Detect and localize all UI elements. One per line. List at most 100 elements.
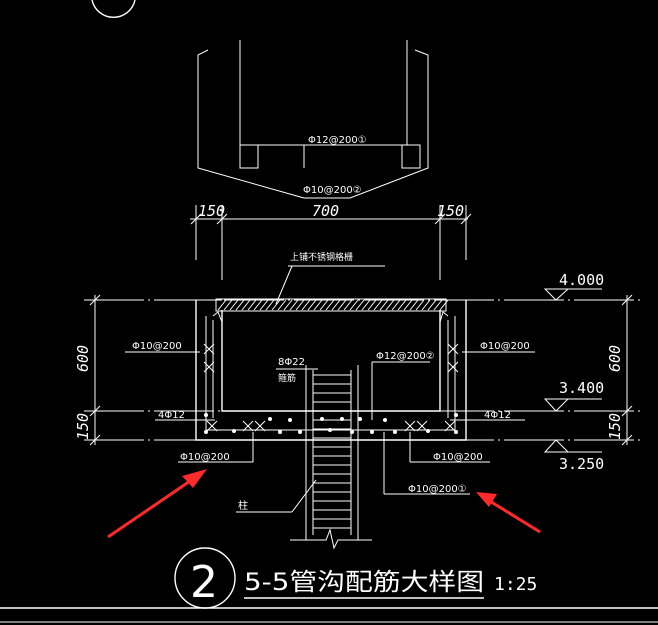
- red-arrowhead-left: [182, 469, 207, 488]
- dim-right-600: 600: [606, 345, 624, 372]
- dim-tick: [434, 213, 446, 225]
- hatch-line: [421, 299, 431, 311]
- bottom-slab-label: Φ10@200①: [408, 484, 467, 495]
- plan-bar2-label: Φ10@200②: [303, 185, 362, 196]
- column-label: 柱: [238, 499, 248, 512]
- hatch-line: [433, 299, 443, 311]
- rebar-dot: [288, 418, 292, 422]
- hatch-line: [301, 299, 311, 311]
- hatch-line: [331, 299, 341, 311]
- plan-bar1-label: Φ12@200①: [308, 135, 367, 146]
- plan-right-notch: [401, 144, 421, 169]
- grating-hatch: [217, 299, 449, 311]
- dim-left-150: 150: [74, 413, 92, 440]
- column-bar-label: 8Φ22: [278, 357, 305, 368]
- hatch-line: [265, 299, 275, 311]
- elev-marker-4000: [543, 288, 570, 301]
- left-bottom-bar: 4Φ12: [158, 410, 185, 421]
- rebar-dot: [358, 417, 362, 421]
- dim-top-150-left: 150: [198, 202, 225, 220]
- hatch-line: [313, 299, 323, 311]
- red-arrowhead-right: [476, 492, 497, 507]
- annotation-arrows: [107, 469, 541, 539]
- rebar-dot: [204, 430, 208, 434]
- left-hook: [212, 311, 223, 323]
- hatch-line: [367, 299, 377, 311]
- elev-marker-3250: [543, 439, 570, 453]
- rebar-dot: [393, 430, 397, 434]
- plan-left-wall-inner: [239, 40, 305, 168]
- stirrup-cross: [444, 420, 456, 432]
- hatch-line: [253, 299, 263, 311]
- dim-tick: [621, 434, 633, 446]
- plan-right-wall-outer: [304, 49, 429, 199]
- rebar-dot: [383, 418, 387, 422]
- rebar-dot: [268, 417, 272, 421]
- hatch-line: [397, 299, 407, 311]
- dim-tick: [460, 213, 472, 225]
- right-dimension-chain: 600 150 4.000 3.400 3.250: [543, 271, 633, 473]
- hatch-line: [229, 299, 239, 311]
- hatch-line: [355, 299, 365, 311]
- hatch-line: [403, 299, 413, 311]
- hatch-line: [307, 299, 317, 311]
- rebar-dot: [278, 430, 282, 434]
- dim-tick: [621, 294, 633, 306]
- column-ties: [313, 374, 351, 529]
- title-scale: 1:25: [494, 574, 537, 595]
- stirrup-cross: [203, 361, 215, 373]
- hatch-line: [217, 299, 227, 311]
- stirrup-cross: [416, 420, 428, 432]
- hatch-line: [295, 299, 305, 311]
- rebar-dot: [298, 430, 302, 434]
- stirrup-cross: [447, 343, 459, 355]
- top-dimension-chain: 150 700 150: [190, 202, 472, 280]
- red-arrow-left: [107, 475, 197, 539]
- grating-leader: [275, 265, 293, 305]
- hatch-line: [289, 299, 299, 311]
- drawing-title: 2 5-5管沟配筋大样图 1:25: [174, 547, 537, 609]
- rebar-dot: [426, 429, 430, 433]
- title-text: 5-5管沟配筋大样图: [244, 568, 484, 596]
- dim-tick: [216, 213, 228, 225]
- steel-grating: [215, 298, 447, 312]
- hatch-line: [385, 299, 395, 311]
- dim-tick: [89, 434, 101, 446]
- right-bottom-bar: 4Φ12: [484, 410, 511, 421]
- grating-label: 上铺不锈钢格栅: [290, 251, 353, 263]
- stirrup-cross: [203, 343, 215, 355]
- hatch-line: [415, 299, 425, 311]
- hatch-line: [361, 299, 371, 311]
- hatch-line: [325, 299, 335, 311]
- column-bar-sub: 箍筋: [278, 372, 296, 384]
- bottom-right-label: Φ10@200: [433, 452, 483, 463]
- hatch-line: [379, 299, 389, 311]
- plan-left-notch: [239, 144, 259, 169]
- stirrup-cross: [404, 420, 416, 432]
- trench-outer: [195, 300, 467, 441]
- stirrup-cross: [447, 361, 459, 373]
- hatch-line: [409, 299, 419, 311]
- hatch-line: [223, 299, 233, 311]
- break-line: [290, 528, 372, 550]
- left-stirrup-label: Φ10@200: [132, 341, 182, 352]
- hatch-line: [319, 299, 329, 311]
- hatch-line: [277, 299, 287, 311]
- hatch-line: [247, 299, 257, 311]
- red-arrow-right: [487, 498, 541, 534]
- elev-3250: 3.250: [559, 455, 604, 473]
- hatch-line: [271, 299, 281, 311]
- rebar-dot: [204, 413, 208, 417]
- column: [290, 365, 372, 550]
- right-hook: [439, 311, 449, 323]
- dim-tick: [621, 405, 633, 417]
- stirrup-cross: [254, 420, 266, 432]
- hatch-line: [373, 299, 383, 311]
- hatch-line: [427, 299, 437, 311]
- rebar-dot: [454, 413, 458, 417]
- column-label-leader-d: [291, 479, 317, 513]
- elev-3400: 3.400: [559, 379, 604, 397]
- plan-right-wall: [350, 40, 408, 146]
- plan-left-wall: [197, 49, 305, 199]
